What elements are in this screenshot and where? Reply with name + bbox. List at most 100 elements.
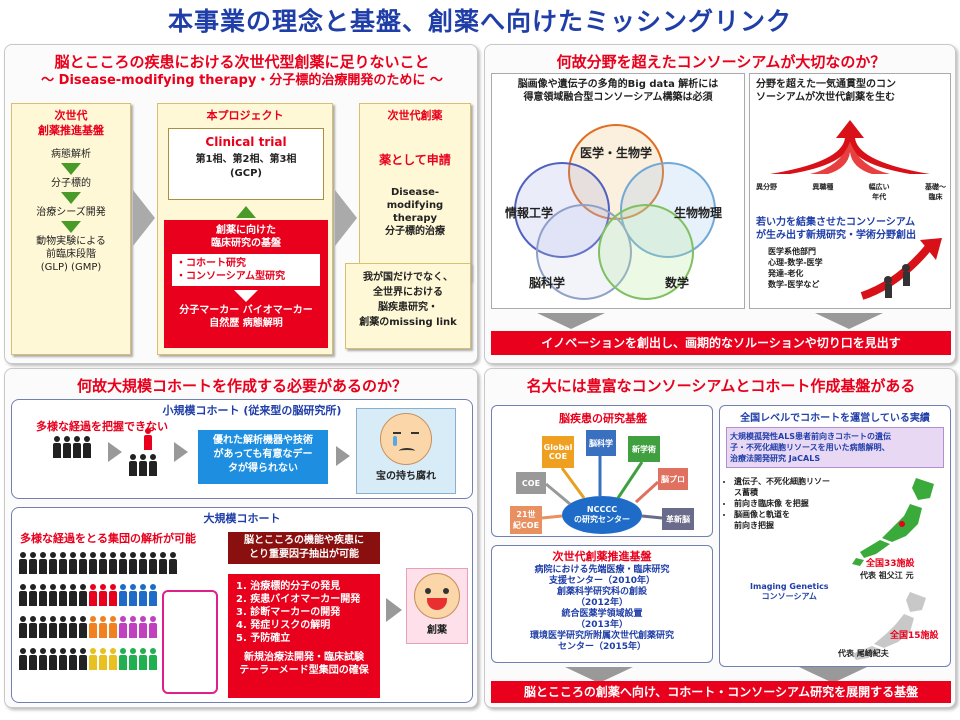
step-seeds: 治療シーズ開発	[36, 207, 106, 218]
label-ages: 幅広い 年代	[868, 183, 890, 201]
label-math: 数学	[664, 276, 689, 290]
up-arrow-icon	[236, 206, 256, 218]
graph-labels: 異分野 異職種 幅広い 年代 基礎～ 臨床	[756, 182, 946, 202]
highlight-frame	[162, 590, 218, 694]
jacals-item: 遺伝子、不死化細胞リソー ス蓄積	[734, 476, 844, 498]
map2-rep: 代表 尾崎紀夫	[838, 649, 889, 658]
map1-rep: 代表 祖父江 元	[860, 571, 914, 580]
center-circle: NCCCC の研究センター	[562, 496, 642, 534]
step-pathology: 病態解析	[51, 149, 91, 160]
panel1-title: 脳とこころの疾患における次世代型創薬に足りないこと	[54, 53, 430, 71]
label-profession: 異職種	[812, 183, 834, 191]
node-new-science: 新学術	[628, 436, 660, 462]
clinical-trial-title: Clinical trial	[205, 135, 287, 149]
brain-base-title: 脳疾患の研究基盤	[559, 412, 647, 425]
jacals-box: 大規模孤発性ALS患者前向きコホートの遺伝 子・不死化細胞リソースを用いた病態解…	[726, 427, 944, 468]
panel-cohort: 何故大規模コホートを作成する必要があるのか？ 小規模コホート (従来型の脳研究所…	[4, 368, 478, 708]
treasure-box: 宝の持ち腐れ	[356, 408, 456, 494]
down-arrow-icon	[61, 163, 81, 175]
jacals-item: 脳画像と軌道を 前向き把握	[734, 509, 844, 531]
node-label: 脳科学	[589, 438, 613, 448]
right-arrow-icon	[336, 446, 350, 466]
large-cohort-note: 多様な経過をとる集団の解析が可能	[20, 532, 196, 545]
panel4-title: 名大には豊富なコンソーシアムとコホート作成基盤がある	[526, 377, 916, 395]
young-text: 若い力を結集させたコンソーシアム が生み出す新規研究・学術分野創出	[756, 217, 916, 241]
node-brain-pro: 脳プロ	[658, 468, 688, 490]
dm-therapy-text: Disease- modifying therapy 分子標的治療	[385, 187, 445, 237]
col3-header: 次世代創薬	[387, 109, 443, 122]
clinical-trial-box: Clinical trial 第1相、第2相、第3相 (GCP)	[168, 128, 324, 200]
down-arrow-icon	[799, 667, 867, 683]
node-innovative-brain: 革新脳	[662, 508, 694, 530]
small-cohort-title: 小規模コホート (従来型の脳研究所)	[162, 404, 342, 417]
col1-steps: 病態解析 分子標的 治療シーズ開発 動物実験による 前臨床段階 (GLP) (G…	[12, 148, 130, 274]
col2-header: 本プロジェクト	[206, 109, 284, 122]
next-gen-title: 次世代創薬推進基盤	[552, 550, 652, 563]
down-arrow-white-icon	[234, 290, 258, 302]
missing-link-box: 我が国だけでなく、 全世界における 脳疾患研究・ 創薬のmissing link	[345, 263, 471, 349]
right-arrow-icon	[133, 190, 155, 246]
panel-nagoya-base: 名大には豊富なコンソーシアムとコホート作成基盤がある 脳疾患の研究基盤 NCCC…	[484, 368, 956, 708]
map1-count: 全国33施設	[866, 559, 915, 569]
people-group-icon	[52, 436, 92, 462]
large-red-box: 1. 治療標的分子の発見 2. 疾患バイオマーカー開発 3. 診断マーカーの開発…	[228, 574, 380, 698]
small-cohort-box: 小規模コホート (従来型の脳研究所) 多様な経過を把握できない 優れた解析機器や…	[11, 399, 473, 499]
large-item: 5. 予防確立	[236, 633, 291, 644]
drug-text: 創薬	[427, 625, 447, 636]
clinical-base-items: ・コホート研究 ・コンソーシアム型研究	[172, 254, 320, 286]
happy-face-icon	[414, 573, 460, 619]
jacals-item: 前向き臨床像 を把握	[734, 498, 844, 509]
convergence-arrows-icon	[770, 120, 930, 174]
next-gen-promo-box: 次世代創薬推進基盤 病院における先端医療・臨床研究 支援センター（2010年） …	[491, 545, 713, 663]
crying-face-icon	[380, 413, 432, 465]
jacals-items: 遺伝子、不死化細胞リソー ス蓄積 前向き臨床像 を把握 脳画像と軌道を 前向き把…	[734, 476, 844, 531]
node-label: 脳プロ	[661, 474, 685, 484]
large-people-grid	[18, 552, 228, 674]
large-dark-box: 脳とこころの機能や疾患に とり重要因子抽出が可能	[228, 532, 380, 564]
page-title: 本事業の理念と基盤、創薬へ向けたミッシングリンク	[167, 7, 792, 36]
consortium-text: 分野を超えた一気通貫型のコン ソーシアムが次世代創薬を生む	[756, 79, 896, 103]
imaging-genetics-label: Imaging Genetics コンソーシアム	[750, 582, 829, 601]
map2-count: 全国15施設	[890, 631, 939, 641]
clinical-trial-text: 第1相、第2相、第3相 (GCP)	[195, 154, 297, 179]
large-item: 2. 疾患バイオマーカー開発	[236, 594, 361, 605]
bigdata-box: 脳画像や遺伝子の多角的Big data 解析には 得意領域融合型コンソーシアム構…	[491, 73, 745, 309]
node-label: COE	[521, 478, 541, 488]
next-gen-base-box: 次世代 創薬推進基盤 病態解析 分子標的 治療シーズ開発 動物実験による 前臨床…	[11, 103, 131, 355]
young-item: 数学-医学など	[768, 280, 820, 289]
panel2-title: 何故分野を超えたコンソーシアムが大切なのか？	[556, 53, 886, 71]
label-neuro: 脳科学	[528, 276, 565, 290]
brain-base-box: 脳疾患の研究基盤 NCCCC の研究センター Global COE 脳科学 新学…	[491, 405, 713, 537]
consortium-box: 分野を超えた一気通貫型のコン ソーシアムが次世代創薬を生む 異分野 異職種 幅広…	[749, 73, 951, 309]
foundation-banner: 脳とこころの創薬へ向け、コホート・コンソーシアム研究を展開する基盤	[491, 681, 951, 703]
small-cohort-note: 多様な経過を把握できない	[36, 420, 168, 433]
treasure-text: 宝の持ち腐れ	[376, 471, 436, 482]
label-informatics: 情報工学	[504, 206, 553, 220]
growth-arrow-icon	[860, 238, 942, 300]
large-item: 1. 治療標的分子の発見	[236, 581, 341, 592]
this-project-box: 本プロジェクト Clinical trial 第1相、第2相、第3相 (GCP)…	[157, 103, 333, 355]
right-arrow-icon	[386, 598, 402, 622]
node-21coe: 21世 紀COE	[510, 506, 542, 534]
next-gen-text: 病院における先端医療・臨床研究 支援センター（2010年） 創薬科学研究科の創設…	[529, 565, 674, 652]
panel-missing-link: 脳とこころの疾患における次世代型創薬に足りないこと ～ Disease-modi…	[4, 44, 478, 364]
young-item: 心理-数学-医学	[768, 258, 823, 267]
connector-arrows-icon	[541, 456, 663, 520]
center-text: NCCCC の研究センター	[574, 505, 630, 524]
markers-text: 分子マーカー バイオマーカー 自然歴 病態解明	[179, 305, 313, 329]
down-arrow-icon	[565, 667, 633, 683]
large-cohort-box: 大規模コホート 多様な経過をとる集団の解析が可能 脳とこころの機能や疾患に とり…	[11, 507, 473, 703]
node-label: Global COE	[543, 443, 573, 461]
japan-map-gray-icon	[852, 592, 926, 660]
young-item: 医学系他部門	[768, 247, 816, 256]
label-medicine: 医学・生物学	[579, 146, 652, 160]
clinical-base-title: 創薬に向けた 臨床研究の基盤	[211, 225, 281, 249]
japan-map-green-icon	[852, 478, 934, 566]
small-blue-box: 優れた解析機器や技術 があっても有意なデー タが得られない	[198, 430, 328, 484]
node-coe: COE	[516, 472, 546, 494]
panel3-title: 何故大規模コホートを作成する必要があるのか？	[76, 377, 407, 395]
large-item: 3. 診断マーカーの開発	[236, 607, 341, 618]
down-arrow-icon	[61, 192, 81, 204]
young-items: 医学系他部門 心理-数学-医学 発達-老化 数学-医学など	[768, 246, 823, 290]
col1-header: 次世代 創薬推進基盤	[38, 109, 104, 137]
